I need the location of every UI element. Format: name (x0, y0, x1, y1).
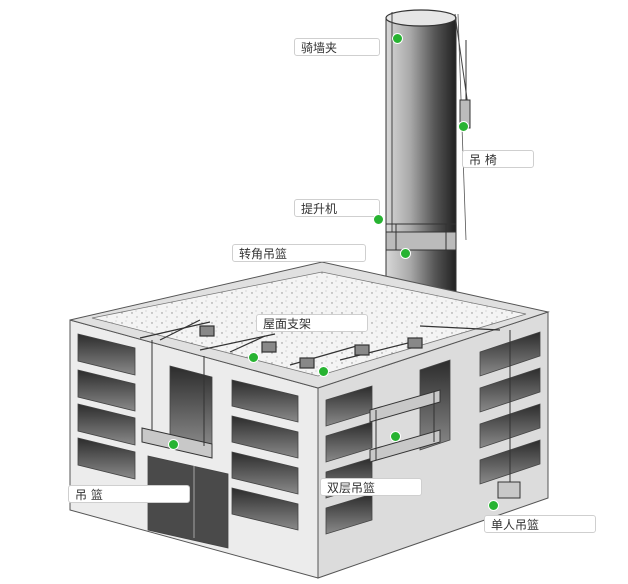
single-basket-drawing (497, 330, 521, 499)
marker-basket[interactable] (168, 439, 179, 450)
label-roof-support: 屋面支架 (256, 314, 368, 332)
label-double-deck-basket: 双层吊篮 (320, 478, 422, 496)
label-hoist: 提升机 (294, 199, 380, 217)
marker-hoist[interactable] (373, 214, 384, 225)
label-chair: 吊 椅 (462, 150, 534, 168)
front-windows (77, 333, 299, 549)
chimney (385, 9, 471, 294)
label-single-basket: 单人吊篮 (484, 515, 596, 533)
marker-chair[interactable] (458, 121, 469, 132)
double-deck-basket-drawing (369, 389, 441, 463)
corner-basket-drawing (385, 223, 457, 251)
label-wall-clamp: 骑墙夹 (294, 38, 380, 56)
roof-support-frames (139, 319, 501, 369)
marker-corner-basket[interactable] (400, 248, 411, 259)
label-basket: 吊 篮 (68, 485, 190, 503)
marker-roof-support-1[interactable] (248, 352, 259, 363)
marker-wall-clamp[interactable] (392, 33, 403, 44)
marker-roof-support-2[interactable] (318, 366, 329, 377)
marker-double-deck-basket[interactable] (390, 431, 401, 442)
label-corner-basket: 转角吊篮 (232, 244, 366, 262)
marker-single-basket[interactable] (488, 500, 499, 511)
